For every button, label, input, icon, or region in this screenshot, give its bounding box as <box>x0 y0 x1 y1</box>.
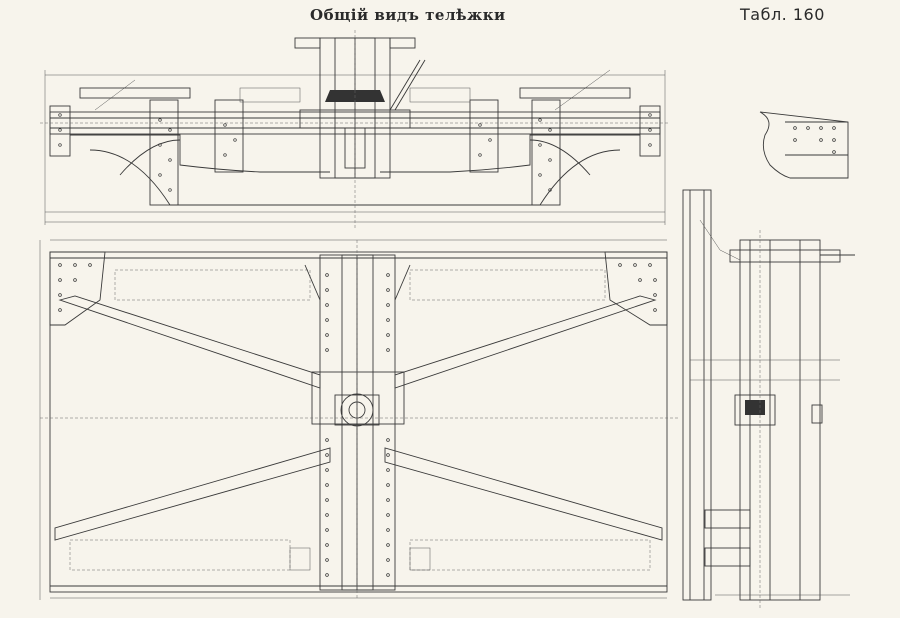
side-elevation-view <box>40 30 670 230</box>
drawing-title: Общій видъ телѣжки <box>310 6 506 24</box>
rivet-pattern <box>58 113 657 577</box>
plate-number: Табл. 160 <box>740 5 825 24</box>
cross-section-view <box>682 189 855 610</box>
corner-detail-view <box>759 111 849 179</box>
plan-view <box>39 239 680 600</box>
